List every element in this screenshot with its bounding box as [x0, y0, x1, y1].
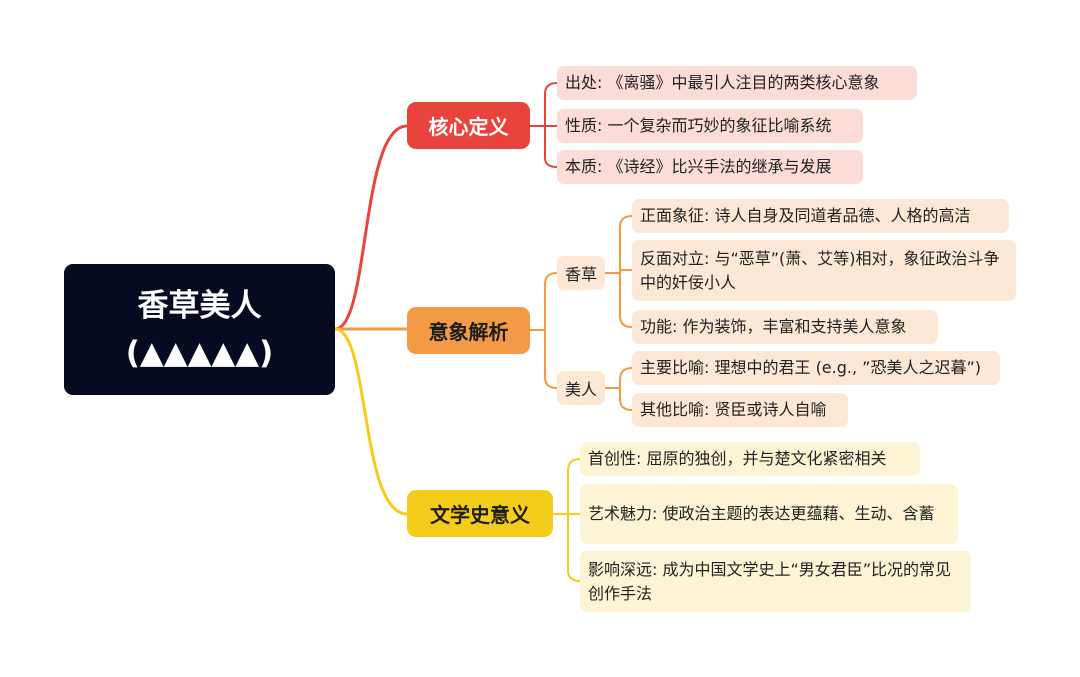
leaf-far-reaching-influence[interactable]: 影响深远: 成为中国文学史上“男女君臣”比况的常见创作手法: [580, 551, 971, 612]
leaf-origin[interactable]: 出处: 《离骚》中最引人注目的两类核心意象: [557, 66, 917, 100]
subtopic-beauty[interactable]: 美人: [557, 371, 605, 405]
leaf-main-metaphor[interactable]: 主要比喻: 理想中的君王 (e.g., ”恐美人之迟暮”): [632, 351, 1000, 385]
leaf-positive-symbol[interactable]: 正面象征: 诗人自身及同道者品德、人格的高洁: [632, 199, 1009, 233]
branch-image-analysis[interactable]: 意象解析: [407, 307, 530, 354]
links-literary-significance: [553, 458, 581, 582]
subtopic-herb[interactable]: 香草: [557, 256, 605, 290]
leaf-artistic-charm[interactable]: 艺术魅力: 使政治主题的表达更蕴藉、生动、含蓄: [580, 484, 958, 544]
leaf-essence[interactable]: 本质: 《诗经》比兴手法的继承与发展: [557, 150, 863, 184]
links-core-definition: [530, 82, 558, 168]
leaf-nature[interactable]: 性质: 一个复杂而巧妙的象征比喻系统: [557, 109, 863, 143]
leaf-originality[interactable]: 首创性: 屈原的独创，并与楚文化紧密相关: [580, 442, 920, 476]
root-rating: (▲▲▲▲▲): [125, 334, 274, 371]
branch-literary-significance[interactable]: 文学史意义: [407, 490, 553, 537]
leaf-opposite-contrast[interactable]: 反面对立: 与“恶草”(萧、艾等)相对，象征政治斗争中的奸佞小人: [632, 240, 1016, 301]
leaf-function[interactable]: 功能: 作为装饰，丰富和支持美人意象: [632, 310, 938, 344]
links-image-analysis: [530, 272, 558, 389]
links-herb-group: [605, 215, 633, 328]
links-beauty-group: [605, 367, 633, 411]
branch-core-definition[interactable]: 核心定义: [407, 102, 530, 149]
root-topic[interactable]: 香草美人 (▲▲▲▲▲): [64, 264, 335, 395]
root-title: 香草美人: [137, 287, 262, 324]
link-root-core-definition: [334, 124, 408, 331]
leaf-other-metaphor[interactable]: 其他比喻: 贤臣或诗人自喻: [632, 393, 848, 427]
link-root-literary-significance: [334, 327, 408, 516]
